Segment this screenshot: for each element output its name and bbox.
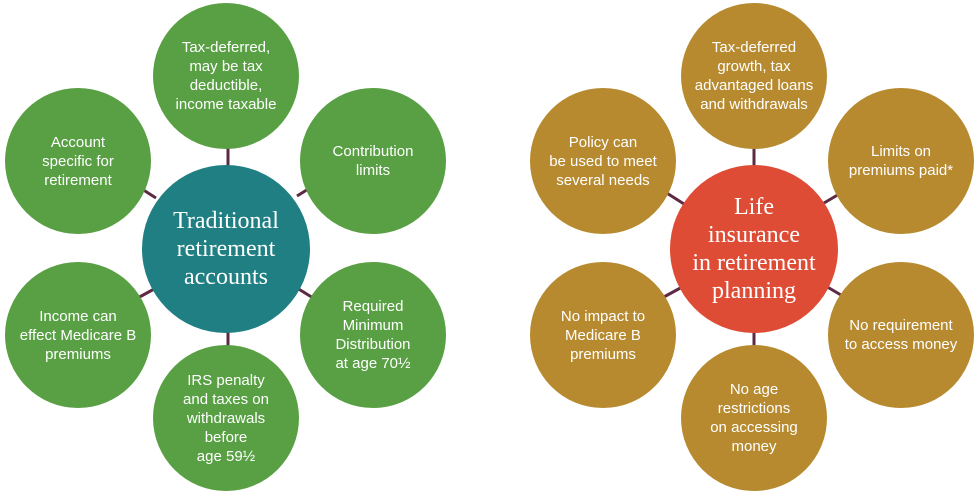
left-top-bubble: Tax-deferred, may be tax deductible, inc… [153,3,299,149]
right-top-bubble: Tax-deferred growth, tax advantaged loan… [681,3,827,149]
right-top-right-bubble: Limits on premiums paid* [828,88,974,234]
left-top-left-bubble: Account specific for retirement [5,88,151,234]
right-bottom-bubble: No age restrictions on accessing money [681,345,827,491]
left-bottom-right-bubble: Required Minimum Distribution at age 70½ [300,262,446,408]
right-bottom-right-bubble: No requirement to access money [828,262,974,408]
left-bottom-bubble: IRS penalty and taxes on withdrawals bef… [153,345,299,491]
right-bottom-left-bubble: No impact to Medicare B premiums [530,262,676,408]
left-bottom-left-bubble: Income can effect Medicare B premiums [5,262,151,408]
left-hub-bubble: Traditional retirement accounts [142,165,310,333]
right-hub-bubble: Life insurance in retirement planning [670,165,838,333]
right-top-left-bubble: Policy can be used to meet several needs [530,88,676,234]
left-top-right-bubble: Contribution limits [300,88,446,234]
